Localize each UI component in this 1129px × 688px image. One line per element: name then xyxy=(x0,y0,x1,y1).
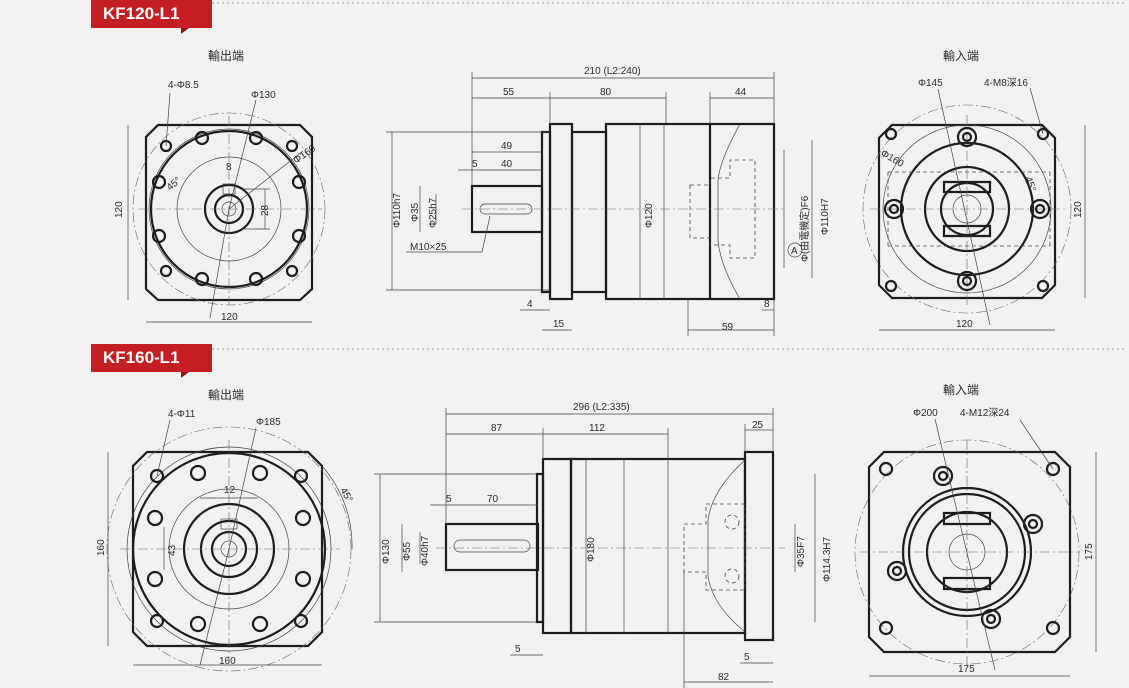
tap-label: M10×25 xyxy=(410,242,447,253)
shaft-inner-dia: Φ40h7 xyxy=(420,535,431,566)
dim-49: 49 xyxy=(501,141,513,152)
height-label: 160 xyxy=(96,539,107,556)
height-label: 120 xyxy=(114,201,125,218)
key-label: 8 xyxy=(226,162,232,173)
key-depth-label: 43 xyxy=(167,544,178,556)
dim-59: 59 xyxy=(722,322,734,333)
model-tag-kf160: KF160-L1 xyxy=(91,344,212,378)
dim-44: 44 xyxy=(735,87,747,98)
model-tag-kf120: KF120-L1 xyxy=(91,0,212,34)
dim-15: 15 xyxy=(553,319,565,330)
tap-label: 4-M12深24 xyxy=(960,407,1010,419)
dim-80: 80 xyxy=(600,87,612,98)
dim-5c: 5 xyxy=(744,652,750,663)
body-dia: Φ120 xyxy=(644,203,655,228)
kf160-side-view: 296 (L2:335) 87 112 25 5 70 Φ130 Φ55 Φ40… xyxy=(374,402,833,688)
height-label: 175 xyxy=(1084,543,1095,560)
total-length: 210 (L2:240) xyxy=(584,66,641,77)
total-length: 296 (L2:335) xyxy=(573,402,630,413)
width-label: 120 xyxy=(221,312,238,323)
view-title: 輸出端 xyxy=(208,387,244,402)
diag-label: Φ160 xyxy=(291,143,318,166)
hole-label: 4-Φ8.5 xyxy=(168,80,199,91)
kf120-side-view: 210 (L2:240) 55 80 44 49 5 40 Φ110h7 Φ35… xyxy=(386,66,831,336)
dim-5: 5 xyxy=(472,159,478,170)
key-depth-label: 28 xyxy=(260,204,271,216)
dim-82: 82 xyxy=(718,672,730,683)
hole-label: 4-Φ11 xyxy=(168,409,196,420)
model-label: KF120-L1 xyxy=(103,4,180,23)
dim-70: 70 xyxy=(487,494,499,505)
pilot-dia: Φ110h7 xyxy=(392,193,403,228)
body-dia: Φ180 xyxy=(586,537,597,562)
dim-8: 8 xyxy=(764,299,770,310)
height-label: 120 xyxy=(1073,201,1084,218)
width-label: 175 xyxy=(958,664,975,675)
diag-label: Φ160 xyxy=(879,148,906,170)
angle-label: 45° xyxy=(337,486,354,505)
dim-5b: 5 xyxy=(515,644,521,655)
input-pilot: Φ110H7 xyxy=(820,198,831,235)
pcd-label: Φ185 xyxy=(256,417,281,428)
view-title: 輸入端 xyxy=(943,382,979,397)
pcd-label: Φ145 xyxy=(918,78,943,89)
dim-55: 55 xyxy=(503,87,515,98)
shaft-dia: Φ35 xyxy=(410,202,421,222)
pcd-label: Φ200 xyxy=(913,408,938,419)
pilot-dia: Φ130 xyxy=(381,539,392,564)
width-label: 120 xyxy=(956,319,973,330)
kf120-input-view: 輸入端 Φ145 4-M8深16 Φ160 45° 120 120 xyxy=(862,48,1086,331)
width-label: 160 xyxy=(219,656,236,667)
kf160-output-view: 輸出端 4-Φ11 Φ185 45° 160 160 xyxy=(96,387,354,672)
shaft-inner-dia: Φ25h7 xyxy=(428,197,439,228)
model-label: KF160-L1 xyxy=(103,348,180,367)
angle-label: 45° xyxy=(1022,175,1038,193)
tap-label: 4-M8深16 xyxy=(984,77,1028,89)
key-label: 12 xyxy=(224,485,236,496)
input-bore: Φ(由電機定)F6 xyxy=(798,195,811,262)
dim-112: 112 xyxy=(589,423,605,434)
shaft-dia: Φ55 xyxy=(402,541,413,561)
view-title: 輸出端 xyxy=(208,48,244,63)
dim-87: 87 xyxy=(491,423,503,434)
dim-25: 25 xyxy=(752,420,764,431)
pcd-label: Φ130 xyxy=(251,90,276,101)
marker-a: A xyxy=(791,246,798,257)
kf120-output-view: 輸出端 4-Φ8.5 Φ130 Φ160 45° xyxy=(114,48,326,323)
view-title: 輸入端 xyxy=(943,48,979,63)
input-pilot: Φ114.3H7 xyxy=(822,537,833,582)
dim-5: 5 xyxy=(446,494,452,505)
dim-4: 4 xyxy=(527,299,533,310)
input-bore: Φ35F7 xyxy=(796,536,807,567)
dim-40: 40 xyxy=(501,159,513,170)
kf160-input-view: 輸入端 Φ200 4-M12深24 175 175 xyxy=(854,382,1097,677)
